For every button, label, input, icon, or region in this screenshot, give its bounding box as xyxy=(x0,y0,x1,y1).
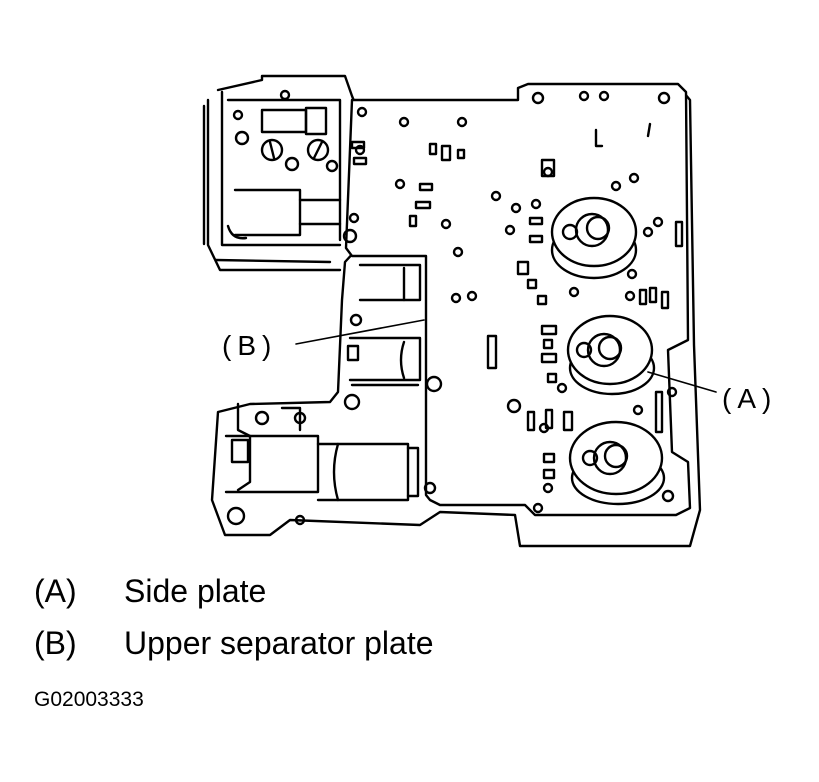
leader-line-a xyxy=(647,371,717,393)
legend-text: Side plate xyxy=(124,573,267,609)
upper-separator-plate xyxy=(344,82,692,517)
callout-b-label: (B) xyxy=(222,330,278,361)
legend-letter: (A) xyxy=(34,573,77,609)
side-plate-middle xyxy=(566,314,656,396)
callout-a-label: (A) xyxy=(722,383,778,414)
figure-code: G02003333 xyxy=(34,688,144,711)
legend-text: Upper separator plate xyxy=(124,625,434,661)
side-plate-bottom xyxy=(568,420,666,506)
leader-line-b xyxy=(295,319,425,345)
legend-item-upper-separator-plate: (B) Upper separator plate xyxy=(34,625,434,662)
side-plate-top xyxy=(550,196,638,280)
legend-item-side-plate: (A) Side plate xyxy=(34,573,266,610)
legend-letter: (B) xyxy=(34,625,77,661)
valve-body-illustration xyxy=(202,74,717,548)
